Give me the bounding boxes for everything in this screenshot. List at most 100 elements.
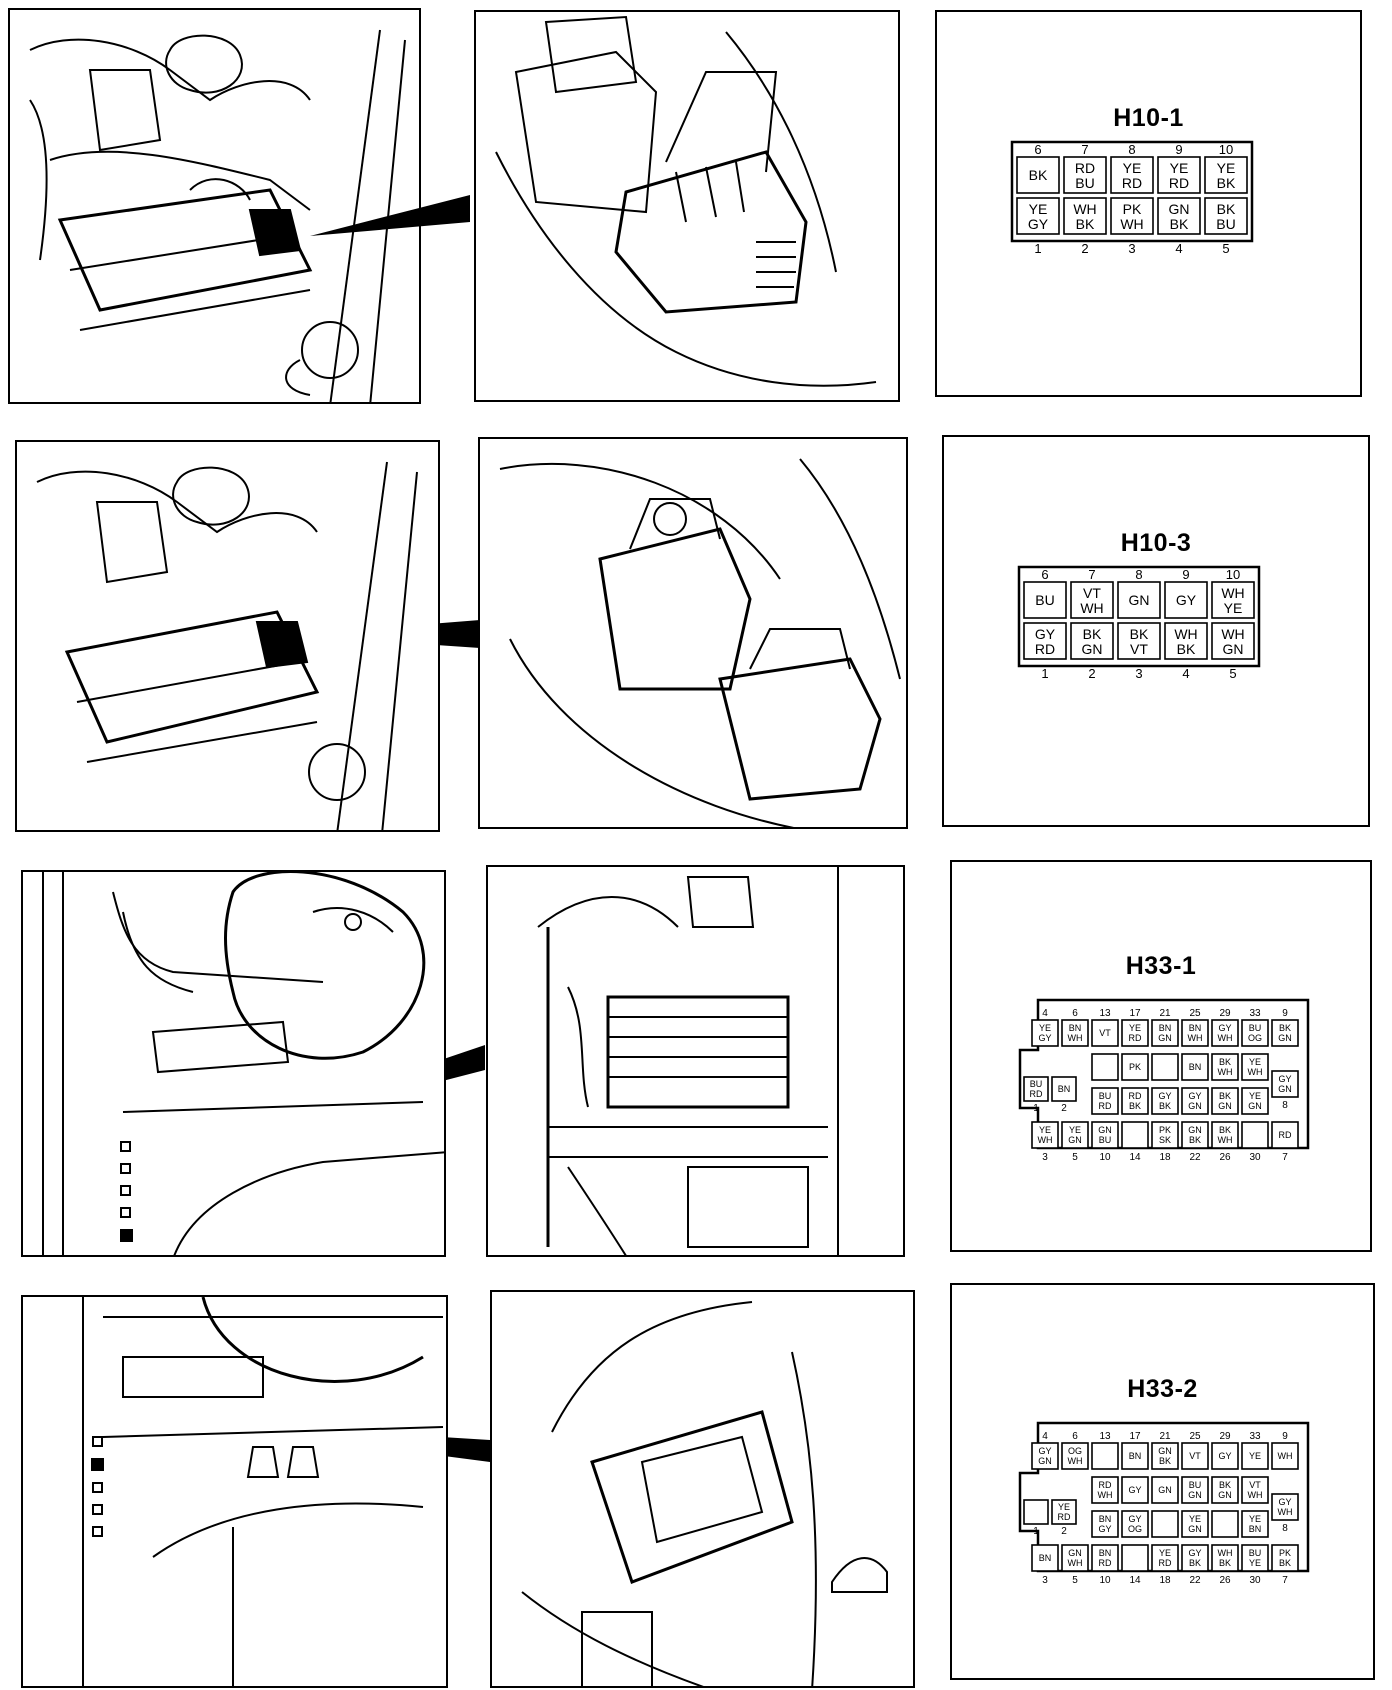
wire-color-label: BK: [1219, 1057, 1231, 1067]
wire-color-label: GN: [1158, 1485, 1172, 1495]
wire-color-label: GN: [1188, 1524, 1202, 1534]
wire-color-label: GY: [1218, 1023, 1231, 1033]
wire-color-label: BK: [1219, 1558, 1231, 1568]
wire-color-label: YE: [1249, 1558, 1261, 1568]
wire-color-label: BK: [1189, 1135, 1201, 1145]
wire-color-label: BN: [1099, 1548, 1112, 1558]
pin-number: 30: [1249, 1575, 1261, 1586]
pin-number: 14: [1129, 1152, 1141, 1163]
wire-color-label: PK: [1129, 1062, 1141, 1072]
connector-title: H10-1: [1113, 104, 1184, 132]
wire-cavity: BN: [1051, 1076, 1077, 1102]
wire-color-label: BU: [1249, 1548, 1262, 1558]
wire-color-label: WH: [1218, 1548, 1233, 1558]
wire-color-label: PK: [1159, 1125, 1171, 1135]
wire-color-label: GY: [1176, 592, 1197, 608]
wire-color-label: BN: [1159, 1023, 1172, 1033]
wire-color-label: GN: [1068, 1135, 1082, 1145]
wire-color-label: BN: [1129, 1451, 1142, 1461]
wire-color-label: YE: [1249, 1091, 1261, 1101]
pin-number: 7: [1081, 142, 1088, 157]
wire-color-label: GY: [1278, 1074, 1291, 1084]
wire-color-label: YE: [1039, 1023, 1051, 1033]
wire-color-label: YE: [1039, 1125, 1051, 1135]
wire-color-label: WH: [1278, 1451, 1293, 1461]
overview-illustration-h10-3: [15, 440, 440, 832]
wire-color-label: PK: [1123, 201, 1142, 217]
wire-color-label: GY: [1188, 1548, 1201, 1558]
wire-color-label: YE: [1189, 1514, 1201, 1524]
wire-color-label: GY: [1128, 1485, 1141, 1495]
wire-color-label: YE: [1249, 1514, 1261, 1524]
connector-housing: [1018, 1421, 1310, 1573]
wire-cavity: YE: [1241, 1442, 1269, 1470]
wire-color-label: GY: [1098, 1524, 1111, 1534]
wire-color-label: GN: [1188, 1125, 1202, 1135]
wire-color-label: RD: [1122, 175, 1142, 191]
wire-color-label: WH: [1073, 201, 1096, 217]
connector-face-h10-1: 6BKYEGY17RDBUWHBK28YERDPKWH39YERDGNBK410…: [1010, 140, 1254, 256]
wire-color-label: GN: [1158, 1033, 1172, 1043]
wire-color-label: WH: [1278, 1507, 1293, 1517]
wire-color-label: VT: [1130, 641, 1148, 657]
pin-number: 8: [1282, 1100, 1288, 1111]
wire-color-label: RD: [1169, 175, 1189, 191]
connector-housing: [1017, 565, 1261, 668]
pin-number: 7: [1282, 1152, 1288, 1163]
wire-color-label: WH: [1218, 1033, 1233, 1043]
wire-color-label: GN: [1169, 201, 1190, 217]
wire-cavity: BN: [1121, 1442, 1149, 1470]
wire-color-label: YE: [1170, 160, 1189, 176]
wire-color-label: BK: [1219, 1480, 1231, 1490]
wire-color-label: WH: [1120, 216, 1143, 232]
wire-color-label: GN: [1082, 641, 1103, 657]
pin-number: 9: [1175, 142, 1182, 157]
connector-face-h10-3: 6BUGYRD17VTWHBKGN28GNBKVT39GYWHBK410WHYE…: [1017, 565, 1261, 681]
wire-color-label: VT: [1249, 1480, 1261, 1490]
pin-number: 10: [1219, 142, 1233, 157]
wire-color-label: WH: [1068, 1558, 1083, 1568]
wire-color-label: RD: [1058, 1512, 1071, 1522]
wire-color-label: BK: [1217, 201, 1236, 217]
wire-color-label: RD: [1099, 1558, 1112, 1568]
pin-number: 8: [1282, 1523, 1288, 1534]
wire-color-label: BK: [1076, 216, 1095, 232]
wire-cavity: [1211, 1510, 1239, 1538]
wire-color-label: WH: [1068, 1033, 1083, 1043]
wire-color-label: RD: [1159, 1558, 1172, 1568]
wire-color-label: BK: [1029, 167, 1048, 183]
wire-cavity: [1023, 1499, 1049, 1525]
wire-color-label: VT: [1083, 585, 1101, 601]
connector-title: H10-3: [1120, 529, 1192, 557]
wire-color-label: BN: [1069, 1023, 1082, 1033]
wire-color-label: BU: [1189, 1480, 1202, 1490]
detail-illustration-h10-1: [474, 10, 900, 402]
detail-illustration-h33-2: [490, 1290, 915, 1688]
wire-color-label: BK: [1279, 1023, 1291, 1033]
wire-cavity: [1151, 1510, 1179, 1538]
wire-cavity: VT: [1181, 1442, 1209, 1470]
pin-number: 6: [1034, 142, 1041, 157]
pin-number: 33: [1249, 1431, 1261, 1442]
wire-color-label: PK: [1279, 1548, 1291, 1558]
wire-color-label: OG: [1068, 1446, 1082, 1456]
wire-color-label: BK: [1129, 1101, 1141, 1111]
